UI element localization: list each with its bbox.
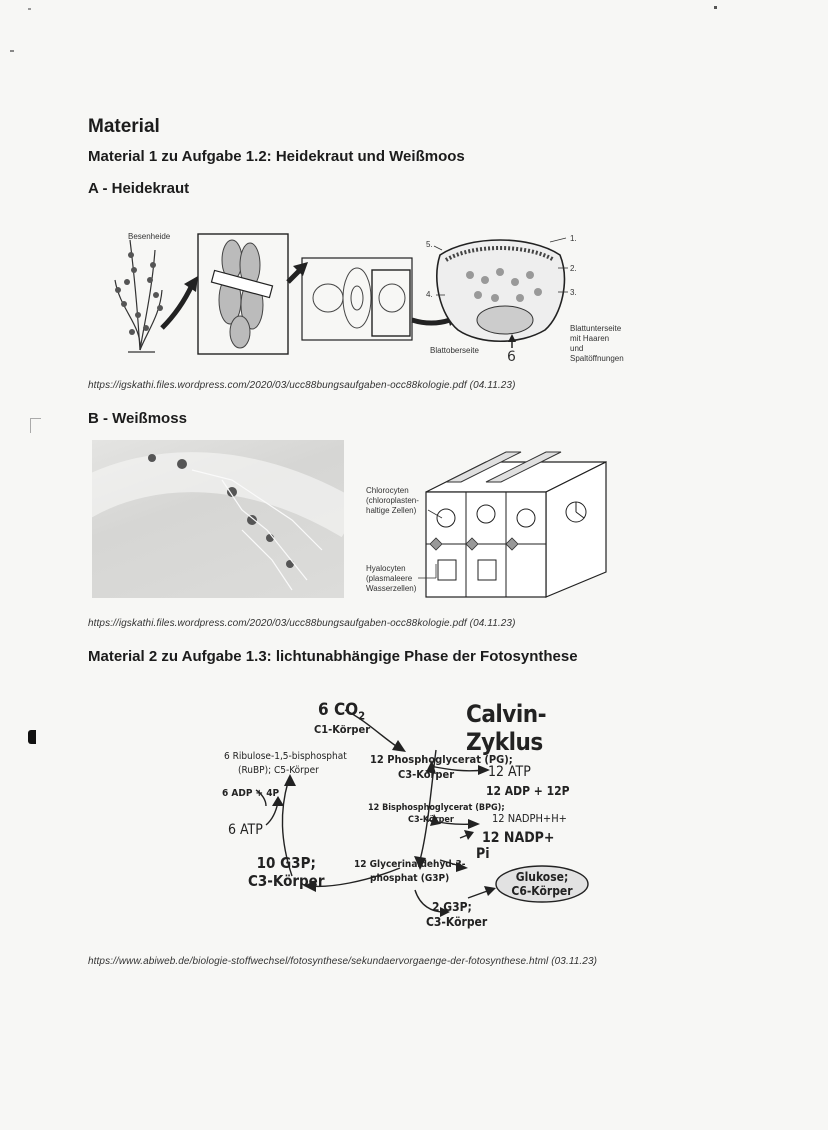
scan-speck bbox=[28, 730, 36, 744]
glukose-ellipse bbox=[495, 865, 589, 903]
moss-micrograph bbox=[92, 440, 344, 598]
source-1: https://igskathi.files.wordpress.com/202… bbox=[88, 380, 516, 391]
label-pg: 12 Phosphoglycerat (PG); C3-Körper bbox=[370, 753, 513, 781]
heidekraut-figure: Besenheide 1. 2. 3. 4. 5. Blattoberseite… bbox=[100, 220, 624, 370]
label-nadp: 12 NADP+ bbox=[482, 830, 555, 846]
moss-cell-diagram: Chlorocyten (chloroplasten- haltige Zell… bbox=[356, 451, 626, 602]
label-nadph: 12 NADPH+H+ bbox=[492, 812, 567, 825]
label-blattoberseite: Blattoberseite bbox=[430, 346, 479, 355]
handwritten-6: 6 bbox=[507, 349, 516, 365]
calvin-cycle-diagram: Calvin-Zyklus 6 CO2 C1-Körper 6 Ribulose… bbox=[200, 690, 620, 940]
label-glukose: Glukose; C6-Körper bbox=[511, 870, 573, 898]
section-a-title: A - Heidekraut bbox=[88, 180, 190, 197]
scan-speck bbox=[714, 6, 717, 9]
source-2: https://igskathi.files.wordpress.com/202… bbox=[88, 618, 516, 629]
label-c1: C1-Körper bbox=[314, 723, 371, 736]
calvin-arrows bbox=[255, 709, 589, 917]
label-1: 1. bbox=[570, 234, 577, 243]
scan-speck bbox=[30, 418, 41, 433]
label-10g3p: 10 G3P; C3-Körper bbox=[248, 854, 325, 890]
label-6co2: 6 CO2 bbox=[318, 700, 366, 723]
micrograph-cells bbox=[92, 452, 344, 591]
label-6adp: 6 ADP + 4P bbox=[222, 788, 280, 799]
label-blattunterseite: Blattunterseite mit Haaren und Spaltöffn… bbox=[570, 324, 624, 363]
label-rubp: 6 Ribulose-1,5-bisphosphat (RuBP); C5-Kö… bbox=[224, 751, 347, 776]
material1-title: Material 1 zu Aufgabe 1.2: Heidekraut un… bbox=[88, 148, 465, 165]
label-12atp: 12 ATP bbox=[488, 764, 531, 780]
label-3: 3. bbox=[570, 288, 577, 297]
label-2g3p: 2 G3P; C3-Körper bbox=[426, 900, 488, 929]
scan-speck bbox=[28, 8, 31, 10]
label-bpg: 12 Bisphosphoglycerat (BPG); C3-Körper bbox=[368, 803, 505, 825]
material2-title: Material 2 zu Aufgabe 1.3: lichtunabhäng… bbox=[88, 648, 578, 665]
scan-speck bbox=[10, 50, 14, 52]
label-12adp: 12 ADP + 12P bbox=[486, 784, 570, 798]
label-besenheide: Besenheide bbox=[128, 232, 171, 241]
label-gap: 12 Glycerinaldehyd-3- phosphat (G3P) bbox=[354, 859, 466, 884]
label-hyalocyten: Hyalocyten (plasmaleere Wasserzellen) bbox=[366, 564, 417, 593]
page-title: Material bbox=[88, 116, 160, 137]
label-5: 5. bbox=[426, 240, 433, 249]
label-6atp: 6 ATP bbox=[228, 822, 263, 838]
cell-block-drawing bbox=[418, 451, 607, 598]
section-b-title: B - Weißmoss bbox=[88, 410, 187, 427]
label-pi: Pi bbox=[476, 846, 490, 862]
label-4: 4. bbox=[426, 290, 433, 299]
label-chlorocyten: Chlorocyten (chloroplasten- haltige Zell… bbox=[366, 486, 419, 515]
heidekraut-drawing bbox=[114, 233, 568, 355]
calvin-title: Calvin-Zyklus bbox=[466, 700, 547, 756]
source-3: https://www.abiweb.de/biologie-stoffwech… bbox=[88, 956, 598, 967]
label-2: 2. bbox=[570, 264, 577, 273]
